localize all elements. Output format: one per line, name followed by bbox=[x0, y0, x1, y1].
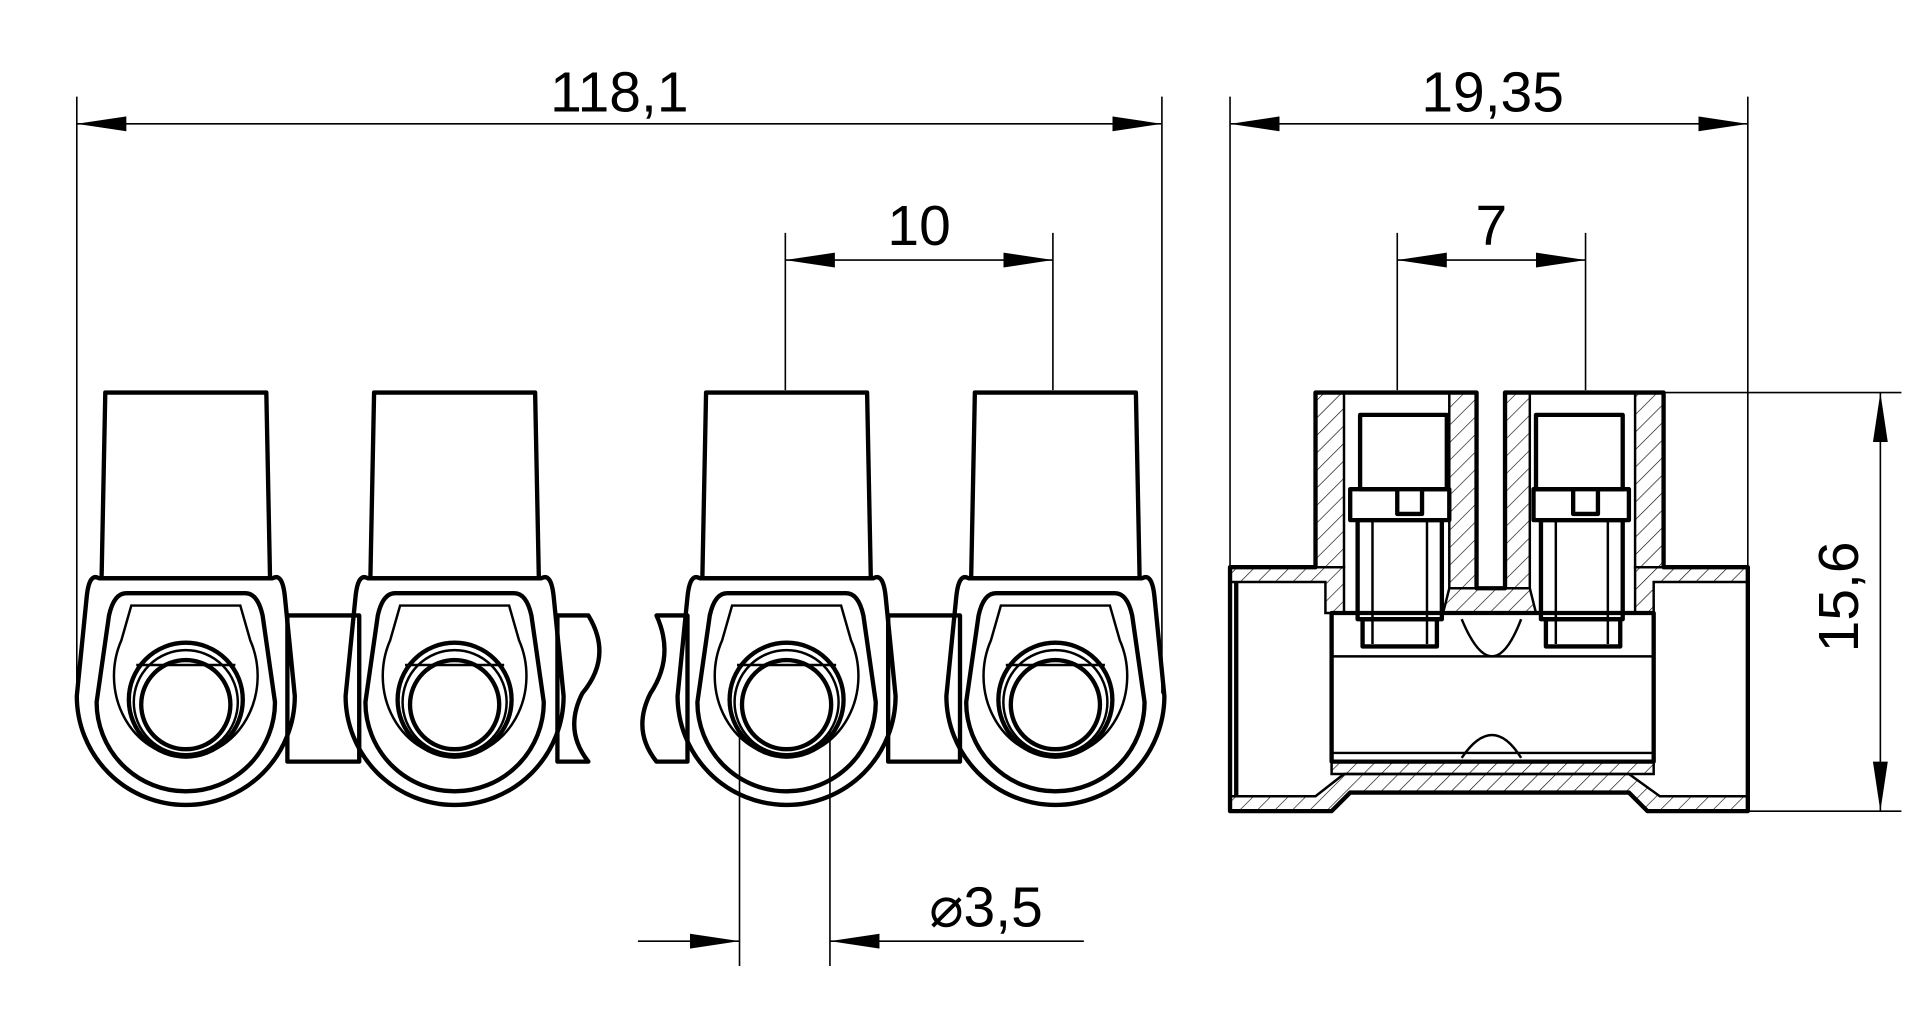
hole-diameter-label: ⌀3,5 bbox=[929, 875, 1043, 939]
screw-spacing-label: 7 bbox=[1476, 194, 1508, 258]
break-bridge bbox=[555, 613, 602, 764]
housing-outline bbox=[1227, 390, 1750, 814]
break-bridge bbox=[640, 613, 690, 764]
overall-length-label: 118,1 bbox=[550, 60, 688, 124]
terminal bbox=[346, 393, 564, 805]
metal-sleeve bbox=[1329, 610, 1656, 764]
front-view: 118,1 10 ⌀3,5 bbox=[77, 60, 1165, 966]
width-label: 19,35 bbox=[1421, 60, 1564, 124]
screw bbox=[1348, 412, 1452, 649]
screw bbox=[1531, 412, 1632, 649]
bridge bbox=[885, 613, 963, 764]
terminal bbox=[946, 393, 1164, 805]
pitch-label: 10 bbox=[887, 194, 950, 258]
terminal bbox=[77, 393, 295, 805]
side-section-view: 19,35 7 15,6 bbox=[1227, 60, 1902, 814]
terminal bbox=[678, 393, 896, 805]
bridge bbox=[285, 613, 362, 764]
height-label: 15,6 bbox=[1807, 541, 1871, 652]
